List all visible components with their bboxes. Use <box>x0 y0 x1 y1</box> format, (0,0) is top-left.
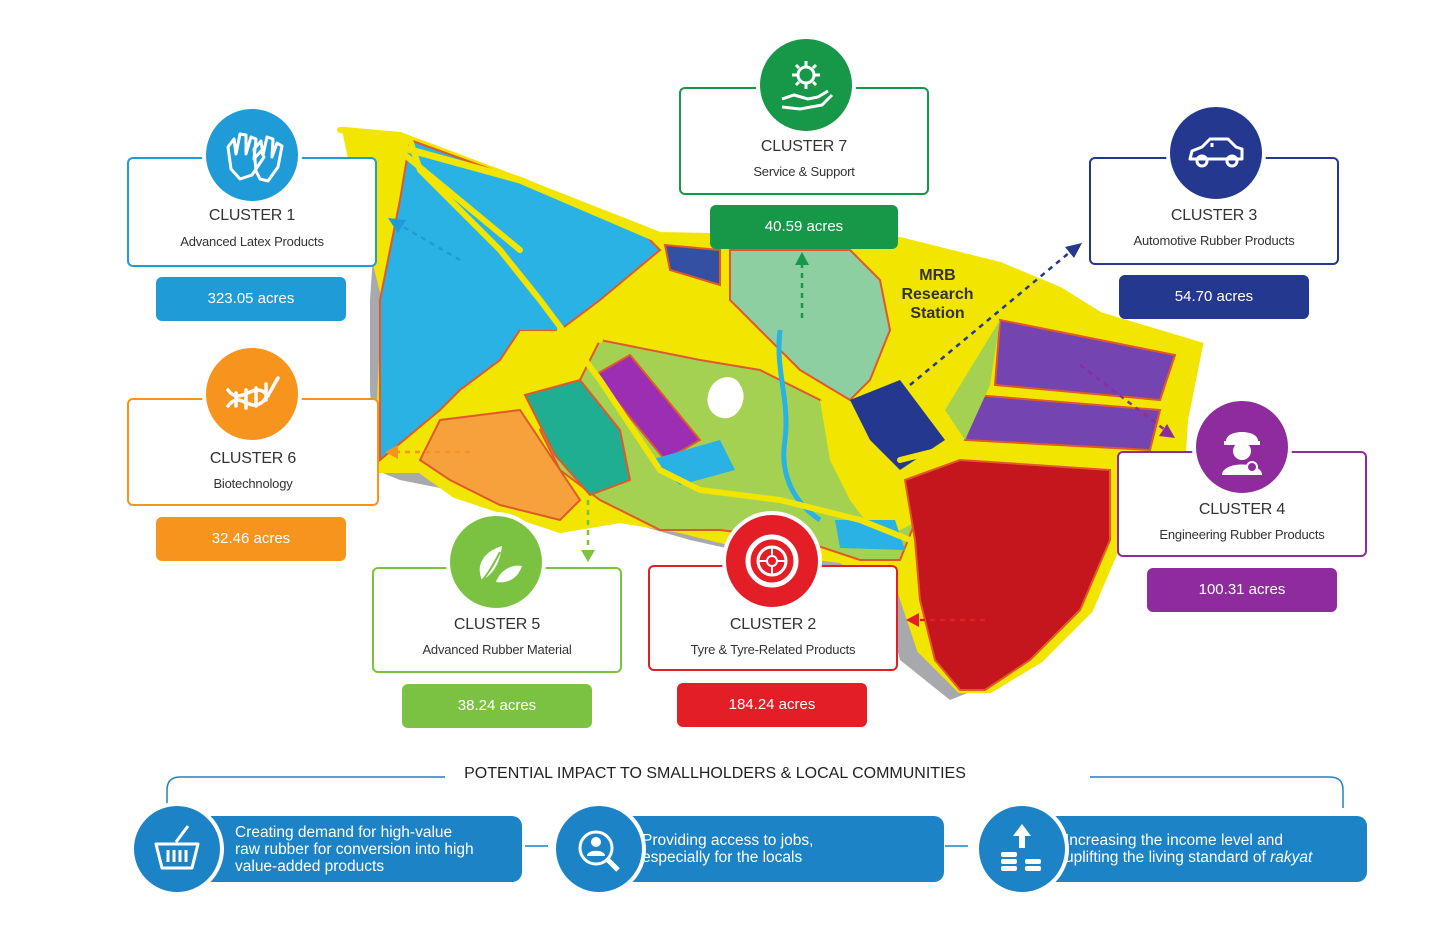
income-growth-icon <box>975 802 1069 896</box>
cluster-2-subtitle: Tyre & Tyre-Related Products <box>690 642 856 657</box>
map-lake <box>707 377 744 419</box>
mrb-research-station-label: MRB Research Station <box>895 266 980 323</box>
dna-icon <box>202 344 302 444</box>
cluster-4-acres: 100.31 acres <box>1147 568 1337 612</box>
map-road-outer <box>344 128 1202 350</box>
map-zone-purple-center <box>593 353 702 462</box>
map-zone-green-right <box>945 320 1000 440</box>
map-river <box>776 329 822 523</box>
cluster-5-card: CLUSTER 5 Advanced Rubber Material <box>372 567 622 673</box>
impact-item-2-line1: Providing access to jobs, <box>642 832 814 849</box>
map-zone-cluster3-top <box>663 243 721 287</box>
cluster-2-acres: 184.24 acres <box>677 683 867 727</box>
arrowhead-cluster2 <box>906 613 919 627</box>
impact-item-2-line2: especially for the locals <box>642 849 803 866</box>
map-zone-cluster3 <box>850 380 945 470</box>
car-icon <box>1166 103 1266 203</box>
cluster-5-title: CLUSTER 5 <box>453 616 541 633</box>
impact-item-3-line2: uplifting the living standard of <box>1065 849 1266 866</box>
dashed-arrows <box>395 223 1166 622</box>
map-label-line2: Research <box>901 286 974 303</box>
cluster-7-acres: 40.59 acres <box>710 205 898 249</box>
cluster-5-acres: 38.24 acres <box>402 684 592 728</box>
map-zone-yellow <box>820 400 920 540</box>
cluster-3-acres: 54.70 acres <box>1119 275 1309 319</box>
cluster-2-title: CLUSTER 2 <box>729 616 817 633</box>
impact-item-2-text: Providing access to jobs, especially for… <box>642 832 934 866</box>
impact-item-3-line2-wrap: uplifting the living standard of rakyat <box>1065 849 1357 866</box>
impact-item-3-line1: Increasing the income level and <box>1065 832 1283 849</box>
basket-icon <box>130 802 224 896</box>
cluster-7-title: CLUSTER 7 <box>760 138 848 155</box>
cluster-4-subtitle: Engineering Rubber Products <box>1159 527 1325 542</box>
map-pond-2 <box>835 520 905 550</box>
map-label-line1: MRB <box>919 267 956 284</box>
arrow-heads <box>385 218 1175 627</box>
gear-hand-icon <box>756 35 856 135</box>
map-label-line3: Station <box>910 305 965 322</box>
arrowhead-cluster3 <box>1065 243 1082 258</box>
arrowhead-cluster7 <box>795 252 809 265</box>
cluster-1-acres: 323.05 acres <box>156 277 346 321</box>
engineer-icon <box>1192 397 1292 497</box>
impact-item-3-italic: rakyat <box>1270 849 1313 866</box>
map-road <box>337 127 1113 543</box>
impact-item-3: Increasing the income level and upliftin… <box>975 802 1367 896</box>
map-zone-cluster6 <box>418 408 582 522</box>
arrowhead-cluster4 <box>1159 424 1175 438</box>
arrowhead-cluster5 <box>581 550 595 562</box>
map-zone-cluster2 <box>903 458 1111 691</box>
arrow-cluster1 <box>399 223 461 262</box>
map-zone-cluster5 <box>523 378 632 497</box>
cluster-1-title: CLUSTER 1 <box>208 207 296 224</box>
gloves-icon <box>202 105 302 205</box>
cluster-3-title: CLUSTER 3 <box>1170 207 1258 224</box>
impact-item-1: Creating demand for high-value raw rubbe… <box>130 802 522 896</box>
cluster-3-card: CLUSTER 3 Automotive Rubber Products <box>1089 157 1339 265</box>
cluster-7-subtitle: Service & Support <box>753 164 855 179</box>
map-zone-cluster7 <box>729 249 892 402</box>
arrowhead-cluster6 <box>385 445 398 459</box>
map-zone-cluster4a <box>993 318 1177 402</box>
arrow-cluster4 <box>1079 364 1166 431</box>
impact-item-3-text: Increasing the income level and upliftin… <box>1065 832 1357 866</box>
cluster-6-title: CLUSTER 6 <box>209 450 297 467</box>
impact-header: POTENTIAL IMPACT TO SMALLHOLDERS & LOCAL… <box>455 765 975 783</box>
arrowhead-cluster1 <box>388 218 406 233</box>
impact-item-1-line3: value-added products <box>235 858 385 875</box>
impact-item-1-line1: Creating demand for high-value <box>235 824 453 841</box>
cluster-5-subtitle: Advanced Rubber Material <box>422 642 572 657</box>
impact-item-1-line2: raw rubber for conversion into high <box>235 841 474 858</box>
cluster-6-subtitle: Biotechnology <box>213 476 293 491</box>
cluster-4-title: CLUSTER 4 <box>1198 501 1286 518</box>
cluster-6-acres: 32.46 acres <box>156 517 346 561</box>
tyre-icon <box>722 511 822 611</box>
arrow-cluster3 <box>909 251 1071 386</box>
impact-item-1-text: Creating demand for high-value raw rubbe… <box>235 824 512 875</box>
job-search-icon <box>552 802 646 896</box>
impact-item-2: Providing access to jobs, especially for… <box>552 802 944 896</box>
cluster-1-subtitle: Advanced Latex Products <box>180 234 324 249</box>
leaf-icon <box>446 512 546 612</box>
cluster-3-subtitle: Automotive Rubber Products <box>1133 233 1295 248</box>
impact-connector <box>166 776 1344 808</box>
